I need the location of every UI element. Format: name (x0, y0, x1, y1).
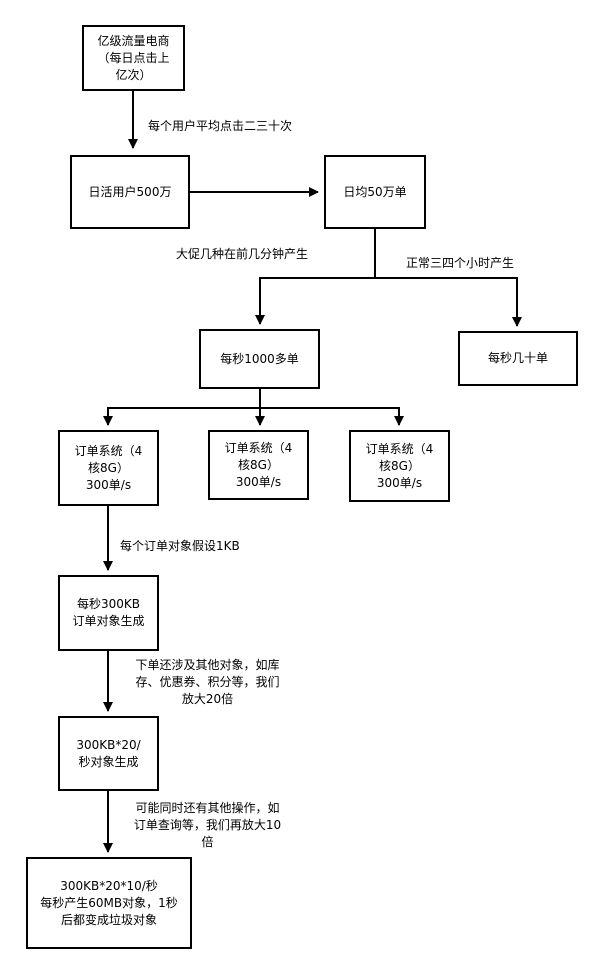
label-promo-burst: 大促几种在前几分钟产生 (176, 247, 309, 261)
label-amplify-20: 下单还涉及其他对象，如库 存、优惠券、积分等，我们 放大20倍 (135, 658, 280, 706)
node-order-system-2: 订单系统（4 核8G） 300单/s (208, 430, 309, 500)
node-normal-rate: 每秒几十单 (458, 331, 578, 386)
label-clicks-per-user: 每个用户平均点击二三十次 (148, 119, 293, 133)
label-order-object-size: 每个订单对象假设1KB (120, 539, 240, 553)
edge-orders-to-normal (375, 277, 522, 327)
node-final-garbage-objects: 300KB*20*10/秒 每秒产生60MB对象，1秒 后都变成垃圾对象 (26, 857, 192, 949)
node-daily-orders: 日均50万单 (324, 155, 426, 229)
node-promo-peak-rate: 每秒1000多单 (199, 329, 320, 389)
edge-orders-to-promo (255, 228, 376, 325)
node-daily-active-users: 日活用户500万 (70, 155, 190, 229)
node-300kb-x20-objects: 300KB*20/ 秒对象生成 (58, 716, 159, 791)
node-order-system-3: 订单系统（4 核8G） 300单/s (349, 430, 450, 502)
node-300kb-objects: 每秒300KB 订单对象生成 (58, 575, 159, 651)
label-normal-spread: 正常三四个小时产生 (406, 256, 515, 270)
edge-promo-to-sys3 (260, 407, 404, 426)
edge-promo-to-sys1 (103, 388, 261, 426)
node-order-system-1: 订单系统（4 核8G） 300单/s (58, 430, 159, 506)
label-amplify-10: 可能同时还有其他操作，如 订单查询等，我们再放大10 倍 (133, 801, 282, 849)
node-billion-traffic: 亿级流量电商 （每日点击上 亿次） (82, 25, 185, 91)
